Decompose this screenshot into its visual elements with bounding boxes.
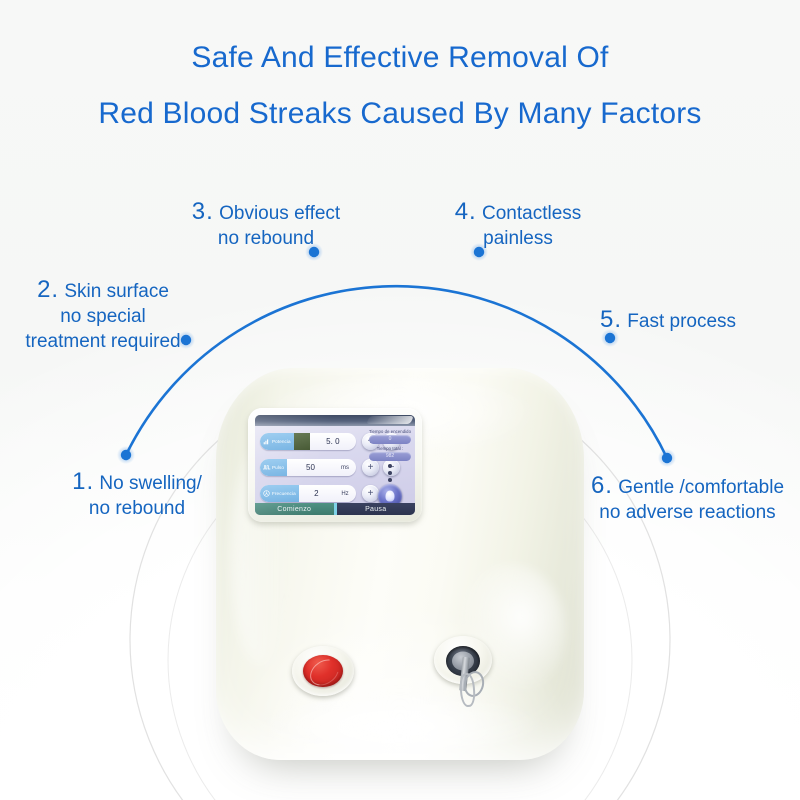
pulso-stepper: + − [362, 459, 400, 476]
callout-4-number: 4. [454, 198, 477, 225]
status-dot [388, 464, 392, 468]
callout-4-line-1: Contactless [482, 203, 582, 224]
status-dot [388, 478, 392, 482]
frecuencia-value: 2 [314, 489, 319, 498]
callout-2-number: 2. [37, 276, 60, 303]
pulso-minus-button[interactable]: − [383, 459, 400, 476]
callout-2-line-2: no special [60, 306, 146, 328]
frecuencia-tag: Frecuencia [260, 485, 299, 502]
potencia-label: Potencia [272, 439, 291, 444]
potencia-value: 5. 0 [326, 437, 340, 446]
arc-dot-6 [658, 449, 676, 467]
title-line-2: Red Blood Streaks Caused By Many Factors [98, 96, 702, 130]
status-indicator-dots [369, 464, 411, 482]
callout-1-number: 1. [72, 468, 95, 495]
power-meter-icon [263, 438, 270, 445]
callout-1: 1. No swelling/ no rebound [42, 466, 232, 522]
callout-5: 5. Fast process [600, 304, 800, 335]
callout-3-line-2: no rebound [217, 228, 315, 250]
callout-6-line-2: no adverse reactions [599, 502, 776, 524]
body-highlight-bottom [252, 689, 548, 753]
callout-6-number: 6. [590, 472, 613, 499]
screen-bezel: Potencia 5. 0 + − [248, 408, 422, 522]
callout-6: 6. Gentle /comfortable no adverse reacti… [575, 470, 800, 526]
callout-2-line-3: treatment required [25, 330, 181, 352]
callout-3: 3. Obvious effect no rebound [178, 196, 354, 252]
on-time-value: 0 [369, 435, 411, 444]
frecuencia-field[interactable]: Frecuencia 2 Hz [260, 485, 356, 502]
callout-4: 4. Contactless painless [430, 196, 606, 252]
arc-dot-1 [117, 446, 135, 464]
screen-right-panel: Tiempo de encendido 0 Tiempo total : 982 [369, 429, 411, 513]
emergency-stop-button[interactable] [292, 646, 354, 696]
callout-3-line-1: Obvious effect [219, 203, 341, 224]
frecuencia-plus-button[interactable]: + [362, 485, 379, 502]
comienzo-button[interactable]: Comienzo [255, 503, 334, 515]
pulso-value: 50 [306, 463, 315, 472]
control-row-pulso: Pulso 50 ms + − [260, 456, 410, 479]
potencia-tag: Potencia [260, 433, 294, 450]
on-time-label: Tiempo de encendido [369, 429, 412, 434]
callout-5-number: 5. [600, 306, 623, 333]
page-title: Safe And Effective Removal Of Red Blood … [0, 30, 800, 141]
pausa-button[interactable]: Pausa [336, 503, 415, 515]
potencia-level-bar [293, 433, 310, 450]
laser-machine-body: Potencia 5. 0 + − [216, 368, 584, 760]
callout-2-line-1: Skin surface [64, 281, 169, 302]
pulso-label: Pulso [272, 465, 284, 470]
frequency-icon [263, 490, 270, 497]
callout-1-line-2: no rebound [88, 498, 186, 520]
callout-5-line-1: Fast process [627, 311, 737, 332]
footer-divider [333, 503, 337, 515]
callout-3-number: 3. [191, 198, 214, 225]
total-time-label: Tiempo total : [376, 446, 404, 451]
screen-content: Potencia 5. 0 + − [255, 426, 415, 513]
callout-1-line-1: No swelling/ [99, 473, 202, 494]
pulso-unit: ms [341, 464, 349, 471]
screen-glare-strip [366, 416, 414, 424]
pulso-field[interactable]: Pulso 50 ms [260, 459, 356, 476]
lightbulb-icon [385, 490, 395, 502]
total-time-value: 982 [369, 452, 411, 461]
callout-6-line-1: Gentle /comfortable [618, 477, 785, 498]
potencia-field[interactable]: Potencia 5. 0 [260, 433, 356, 450]
status-dot [388, 471, 392, 475]
screen-title-bar [255, 415, 415, 426]
callout-4-line-2: painless [483, 228, 553, 250]
frecuencia-unit: Hz [341, 490, 349, 497]
frecuencia-label: Frecuencia [272, 491, 296, 496]
touch-screen[interactable]: Potencia 5. 0 + − [255, 415, 415, 515]
key-switch[interactable] [434, 636, 492, 708]
emergency-stop-cap [303, 655, 343, 687]
pulso-tag: Pulso [260, 459, 287, 476]
title-line-1: Safe And Effective Removal Of [191, 41, 609, 74]
pulso-plus-button[interactable]: + [362, 459, 379, 476]
screen-footer-bar: Comienzo Pausa [255, 503, 415, 515]
callout-2: 2. Skin surface no special treatment req… [8, 274, 198, 355]
pulse-wave-icon [263, 464, 271, 471]
